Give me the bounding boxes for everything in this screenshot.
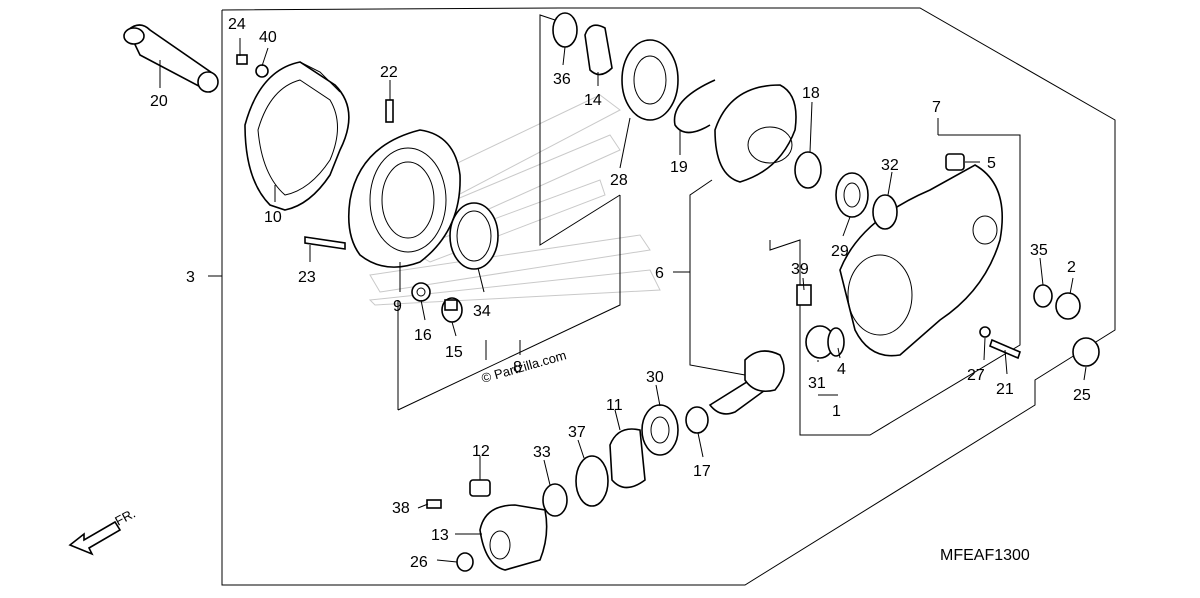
callout-17[interactable]: 17 — [693, 463, 711, 480]
part-5-cap[interactable] — [945, 153, 965, 171]
callout-36[interactable]: 36 — [553, 71, 571, 88]
part-40-washer[interactable] — [255, 64, 269, 78]
part-10-brake-shoe[interactable] — [244, 61, 350, 211]
callout-12[interactable]: 12 — [472, 443, 490, 460]
callout-2[interactable]: 2 — [1067, 259, 1076, 276]
part-4-ring[interactable] — [827, 327, 845, 357]
callout-10[interactable]: 10 — [264, 209, 282, 226]
part-34-seal[interactable] — [449, 202, 499, 270]
part-2-nut[interactable] — [1055, 292, 1081, 320]
callout-38[interactable]: 38 — [392, 500, 410, 517]
callout-25[interactable]: 25 — [1073, 387, 1091, 404]
part-22-bolt[interactable] — [385, 99, 394, 123]
front-direction-arrow: FR. — [68, 506, 138, 556]
watermark-text: © Partzilla.com — [480, 347, 568, 386]
part-30-bearing[interactable] — [641, 404, 679, 456]
part-33-ring[interactable] — [542, 483, 568, 517]
callout-13[interactable]: 13 — [431, 527, 449, 544]
callout-14[interactable]: 14 — [584, 92, 602, 109]
diagram-code: MFEAF1300 — [940, 547, 1030, 564]
part-14-collar[interactable] — [584, 24, 613, 76]
callout-35[interactable]: 35 — [1030, 242, 1048, 259]
callout-40[interactable]: 40 — [259, 29, 277, 46]
callout-28[interactable]: 28 — [610, 172, 628, 189]
callout-30[interactable]: 30 — [646, 369, 664, 386]
callout-16[interactable]: 16 — [414, 327, 432, 344]
part-11-damper-gear[interactable] — [609, 428, 646, 489]
part-12-clip[interactable] — [469, 479, 491, 497]
callout-22[interactable]: 22 — [380, 64, 398, 81]
part-19-circlip[interactable] — [673, 79, 716, 134]
leader-lines — [159, 38, 1087, 563]
callout-31[interactable]: 31 — [808, 375, 826, 392]
part-15-plug[interactable] — [441, 297, 463, 323]
part-28-bearing[interactable] — [621, 39, 679, 121]
callout-1[interactable]: 1 — [832, 403, 841, 420]
callout-labels: 1 2 3 4 5 6 7 8 9 10 11 12 13 14 15 16 1… — [150, 16, 1091, 571]
callout-29[interactable]: 29 — [831, 243, 849, 260]
callout-21[interactable]: 21 — [996, 381, 1014, 398]
callout-11[interactable]: 11 — [606, 397, 623, 414]
callout-18[interactable]: 18 — [802, 85, 820, 102]
part-27-washer[interactable] — [979, 326, 991, 338]
part-9-brake-panel[interactable] — [347, 129, 461, 268]
part-36-oring[interactable] — [552, 12, 578, 48]
part-37-oring[interactable] — [575, 455, 609, 507]
part-23-bolt[interactable] — [304, 236, 346, 250]
callout-27[interactable]: 27 — [967, 367, 985, 384]
part-16-washer[interactable] — [411, 282, 431, 302]
part-13-sleeve[interactable] — [479, 504, 548, 571]
callout-15[interactable]: 15 — [445, 344, 463, 361]
part-18-shim[interactable] — [794, 151, 822, 189]
callout-20[interactable]: 20 — [150, 93, 168, 110]
part-26-plug[interactable] — [456, 552, 474, 572]
callout-37[interactable]: 37 — [568, 424, 586, 441]
callout-6[interactable]: 6 — [655, 265, 664, 282]
callout-39[interactable]: 39 — [791, 261, 809, 278]
callout-4[interactable]: 4 — [837, 361, 846, 378]
callout-3[interactable]: 3 — [186, 269, 195, 286]
part-24-bolt[interactable] — [236, 54, 248, 65]
part-32-seal[interactable] — [872, 194, 898, 230]
callout-19[interactable]: 19 — [670, 159, 688, 176]
part-20-tube[interactable] — [123, 24, 219, 93]
ring-gear[interactable] — [714, 84, 797, 183]
callout-34[interactable]: 34 — [473, 303, 491, 320]
part-29-bearing[interactable] — [835, 172, 869, 218]
part-38-screw[interactable] — [426, 499, 442, 509]
part-35-washer[interactable] — [1033, 284, 1053, 308]
part-25-nut[interactable] — [1072, 337, 1100, 367]
callout-8[interactable]: 8 — [513, 359, 522, 376]
part-17-washer[interactable] — [685, 406, 709, 434]
callout-32[interactable]: 32 — [881, 157, 899, 174]
callout-24[interactable]: 24 — [228, 16, 246, 33]
pinion-gear-shaft[interactable] — [708, 350, 785, 415]
callout-7[interactable]: 7 — [932, 99, 941, 116]
callout-33[interactable]: 33 — [533, 444, 551, 461]
callout-23[interactable]: 23 — [298, 269, 316, 286]
callout-5[interactable]: 5 — [987, 155, 996, 172]
callout-26[interactable]: 26 — [410, 554, 428, 571]
part-21-bolt[interactable] — [989, 338, 1021, 360]
callout-9[interactable]: 9 — [393, 298, 402, 315]
